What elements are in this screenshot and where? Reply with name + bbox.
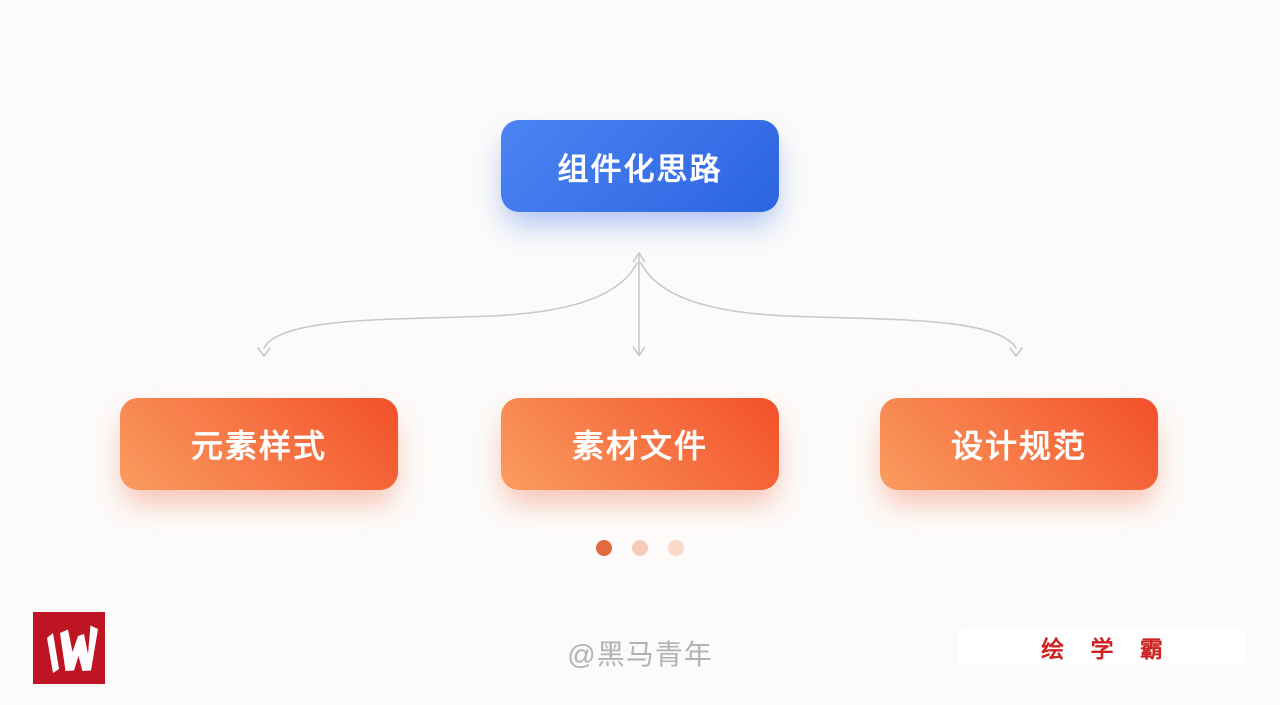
node-element-styles: 元素样式: [120, 398, 398, 490]
pagination-dot-active[interactable]: [596, 540, 612, 556]
arrowhead-down-left-icon: [257, 347, 271, 357]
arrowhead-down-right-icon: [1009, 347, 1023, 357]
pagination-dot[interactable]: [632, 540, 648, 556]
connector-group: [257, 252, 1023, 357]
brand-badge: 绘 学 霸: [958, 629, 1246, 665]
connector-left-curve: [263, 262, 638, 349]
node-material-files-label: 素材文件: [571, 428, 708, 464]
w-logo-icon: [33, 612, 105, 684]
brand-text: 绘 学 霸: [1041, 636, 1173, 662]
node-root: 组件化思路: [501, 120, 779, 212]
node-material-files: 素材文件: [501, 398, 779, 490]
pagination-dots: [0, 540, 1280, 556]
watermark-text: @黑马青年: [567, 639, 713, 670]
w-logo-bar: [47, 633, 59, 673]
arrowhead-down-center-icon: [632, 346, 646, 357]
node-design-specs: 设计规范: [880, 398, 1158, 490]
node-element-styles-label: 元素样式: [190, 428, 327, 464]
connector-right-curve: [640, 262, 1017, 349]
node-design-specs-label: 设计规范: [950, 428, 1087, 464]
pagination-dot[interactable]: [668, 540, 684, 556]
node-root-label: 组件化思路: [557, 151, 723, 187]
w-logo-letter: [60, 625, 98, 671]
arrowhead-up-icon: [632, 252, 646, 263]
